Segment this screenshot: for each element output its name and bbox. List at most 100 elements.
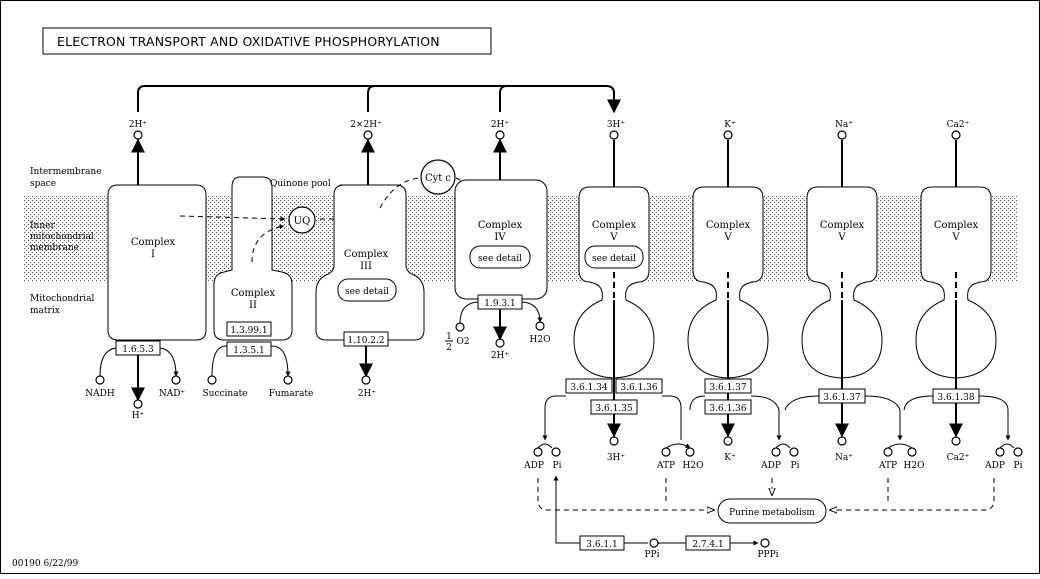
complex-iii-label: Complex bbox=[344, 249, 389, 260]
o2: O2 bbox=[456, 337, 469, 347]
k-bot-node[interactable] bbox=[723, 436, 733, 446]
h-top5: 3H⁺ bbox=[607, 120, 626, 130]
ec-3-6-1-35[interactable]: 3.6.1.35 bbox=[590, 399, 638, 415]
complex-ii-label: Complex bbox=[231, 288, 276, 299]
complex-v-label: Complex bbox=[934, 220, 979, 231]
h-top3-node[interactable] bbox=[363, 130, 373, 140]
label-inner-3: membrane bbox=[30, 243, 79, 253]
pi5: Pi bbox=[1014, 461, 1023, 471]
complex-i-numeral: I bbox=[151, 249, 155, 260]
h-top1: 2H⁺ bbox=[129, 120, 148, 130]
ec-label: 1.10.2.2 bbox=[347, 336, 384, 346]
h2o-4: H2O bbox=[530, 335, 551, 345]
complex-iii-numeral: III bbox=[360, 261, 372, 272]
ec-1-9-3-1[interactable]: 1.9.3.1 bbox=[477, 294, 523, 310]
o2-frac-den: 2 bbox=[446, 343, 452, 353]
purine-links bbox=[537, 478, 995, 510]
ec-label: 3.6.1.38 bbox=[937, 393, 974, 403]
complex-v-numeral: V bbox=[609, 232, 618, 243]
h-bot5: 3H⁺ bbox=[607, 453, 626, 463]
ec-3-6-1-37-a[interactable]: 3.6.1.37 bbox=[704, 378, 752, 394]
ec-3-6-1-38[interactable]: 3.6.1.38 bbox=[932, 388, 980, 404]
ec-label: 1.3.5.1 bbox=[233, 346, 265, 356]
atp-branches bbox=[542, 395, 1011, 441]
ec-label: 1.6.5.3 bbox=[122, 345, 154, 355]
ca-top: Ca2⁺ bbox=[947, 120, 970, 130]
succinate: Succinate bbox=[202, 389, 247, 399]
pi5-node[interactable] bbox=[1013, 447, 1023, 457]
fumarate-node[interactable] bbox=[283, 375, 293, 385]
complex-iv[interactable]: Complex IV see detail bbox=[454, 179, 548, 300]
o2-node[interactable] bbox=[455, 322, 465, 332]
cytc-node[interactable]: Cyt c bbox=[420, 159, 456, 195]
complex-v-see-detail-button[interactable] bbox=[584, 245, 644, 269]
ec-label: 3.6.1.36 bbox=[620, 383, 657, 393]
ppi-node[interactable] bbox=[649, 538, 659, 548]
o2-frac-num: 1 bbox=[446, 332, 452, 342]
atp4-node[interactable] bbox=[883, 447, 893, 457]
ec-label: 3.6.1.35 bbox=[595, 404, 632, 414]
label-intermembrane-1: Intermembrane bbox=[30, 167, 102, 177]
h-top4-node[interactable] bbox=[495, 130, 505, 140]
ec-1-3-99-1[interactable]: 1.3.99.1 bbox=[226, 321, 272, 337]
ec-1-6-5-3[interactable]: 1.6.5.3 bbox=[115, 340, 161, 356]
ec-3-6-1-1[interactable]: 3.6.1.1 bbox=[579, 535, 625, 551]
ec-label: 1.3.99.1 bbox=[230, 326, 267, 336]
h-bot5-node[interactable] bbox=[609, 436, 619, 446]
h-top1-node[interactable] bbox=[133, 130, 143, 140]
h-bot4-node[interactable] bbox=[495, 338, 505, 348]
ca-bot-node[interactable] bbox=[951, 436, 961, 446]
label-matrix-1: Mitochondrial bbox=[30, 294, 94, 304]
h-bot3-node[interactable] bbox=[361, 375, 371, 385]
adp1-node[interactable] bbox=[533, 447, 543, 457]
uq-node[interactable]: UQ bbox=[288, 206, 316, 234]
ca-bot: Ca2⁺ bbox=[947, 453, 970, 463]
h2o-4-node[interactable] bbox=[535, 321, 545, 331]
ec-3-6-1-34[interactable]: 3.6.1.34 bbox=[565, 378, 613, 394]
complex-v-numeral: V bbox=[723, 232, 732, 243]
ec-3-6-1-36-b[interactable]: 3.6.1.36 bbox=[704, 399, 752, 415]
adp1: ADP bbox=[523, 461, 544, 471]
pi3-node[interactable] bbox=[789, 447, 799, 457]
ec-1-3-5-1[interactable]: 1.3.5.1 bbox=[226, 341, 272, 357]
ec-label: 3.6.1.36 bbox=[709, 404, 746, 414]
nadh-node[interactable] bbox=[95, 375, 105, 385]
adp3: ADP bbox=[760, 461, 781, 471]
ec-1-10-2-2[interactable]: 1.10.2.2 bbox=[343, 331, 389, 347]
pi1-node[interactable] bbox=[551, 447, 561, 457]
ec-3-6-1-36-a[interactable]: 3.6.1.36 bbox=[615, 378, 663, 394]
h2o2-node[interactable] bbox=[685, 447, 695, 457]
succinate-node[interactable] bbox=[207, 375, 217, 385]
see-detail-iv: see detail bbox=[478, 254, 522, 264]
ec-3-6-1-37-b[interactable]: 3.6.1.37 bbox=[818, 388, 866, 404]
complex-i[interactable]: Complex I bbox=[107, 184, 207, 341]
atp2-node[interactable] bbox=[661, 447, 671, 457]
complex-iv-numeral: IV bbox=[494, 232, 506, 243]
ppi: PPi bbox=[645, 550, 660, 560]
ca-top-node[interactable] bbox=[951, 130, 961, 140]
h2o4-node[interactable] bbox=[907, 447, 917, 457]
ec-2-7-4-1[interactable]: 2.7.4.1 bbox=[685, 535, 731, 551]
nad-node[interactable] bbox=[171, 375, 181, 385]
ec-label: 3.6.1.1 bbox=[586, 540, 618, 550]
complex-iv-label: Complex bbox=[478, 220, 523, 231]
complex-iii[interactable]: Complex III see detail bbox=[315, 184, 425, 341]
fumarate: Fumarate bbox=[269, 389, 314, 399]
complex-iii-see-detail-button[interactable] bbox=[337, 278, 397, 302]
pppi-node[interactable] bbox=[760, 538, 770, 548]
h-top4: 2H⁺ bbox=[491, 120, 510, 130]
na-bot-node[interactable] bbox=[837, 436, 847, 446]
page-title: ELECTRON TRANSPORT AND OXIDATIVE PHOSPHO… bbox=[57, 34, 440, 49]
h-bot1-node[interactable] bbox=[133, 399, 143, 409]
k-top-node[interactable] bbox=[723, 130, 733, 140]
purine-metabolism-button[interactable]: Purine metabolism bbox=[717, 498, 827, 524]
complex-ii[interactable]: Complex II bbox=[213, 176, 293, 341]
complex-iv-see-detail-button[interactable] bbox=[469, 245, 531, 269]
adp3-node[interactable] bbox=[771, 447, 781, 457]
h-top5-node[interactable] bbox=[609, 130, 619, 140]
adp5-node[interactable] bbox=[995, 447, 1005, 457]
nadh: NADH bbox=[85, 389, 115, 399]
pi3: Pi bbox=[791, 461, 800, 471]
na-top-node[interactable] bbox=[837, 130, 847, 140]
